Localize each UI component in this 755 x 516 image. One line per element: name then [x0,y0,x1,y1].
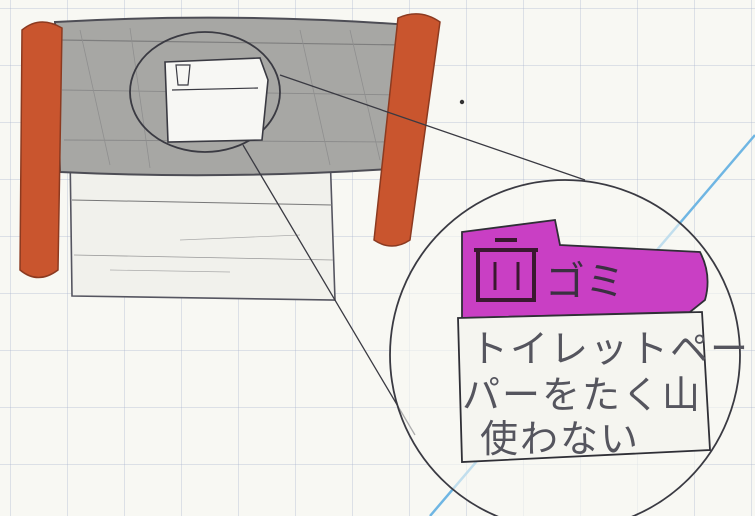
right-red-bracket [373,13,441,247]
sign-body [457,311,711,463]
sign-header [461,218,709,319]
sign-title: ゴミ [545,259,625,305]
trash-can-icon [474,238,538,302]
zoom-line-upper [279,74,586,181]
zoom-line-lower [242,144,416,436]
sign-line-2: パーをたく山 [462,373,702,417]
sign-line-1: トイレットペー [470,327,750,371]
pencil-dot [459,99,465,105]
left-red-bracket [19,21,63,279]
small-sign [129,31,281,153]
small-trash-icon [175,64,191,86]
sign-line-3: 使わない [480,417,640,461]
